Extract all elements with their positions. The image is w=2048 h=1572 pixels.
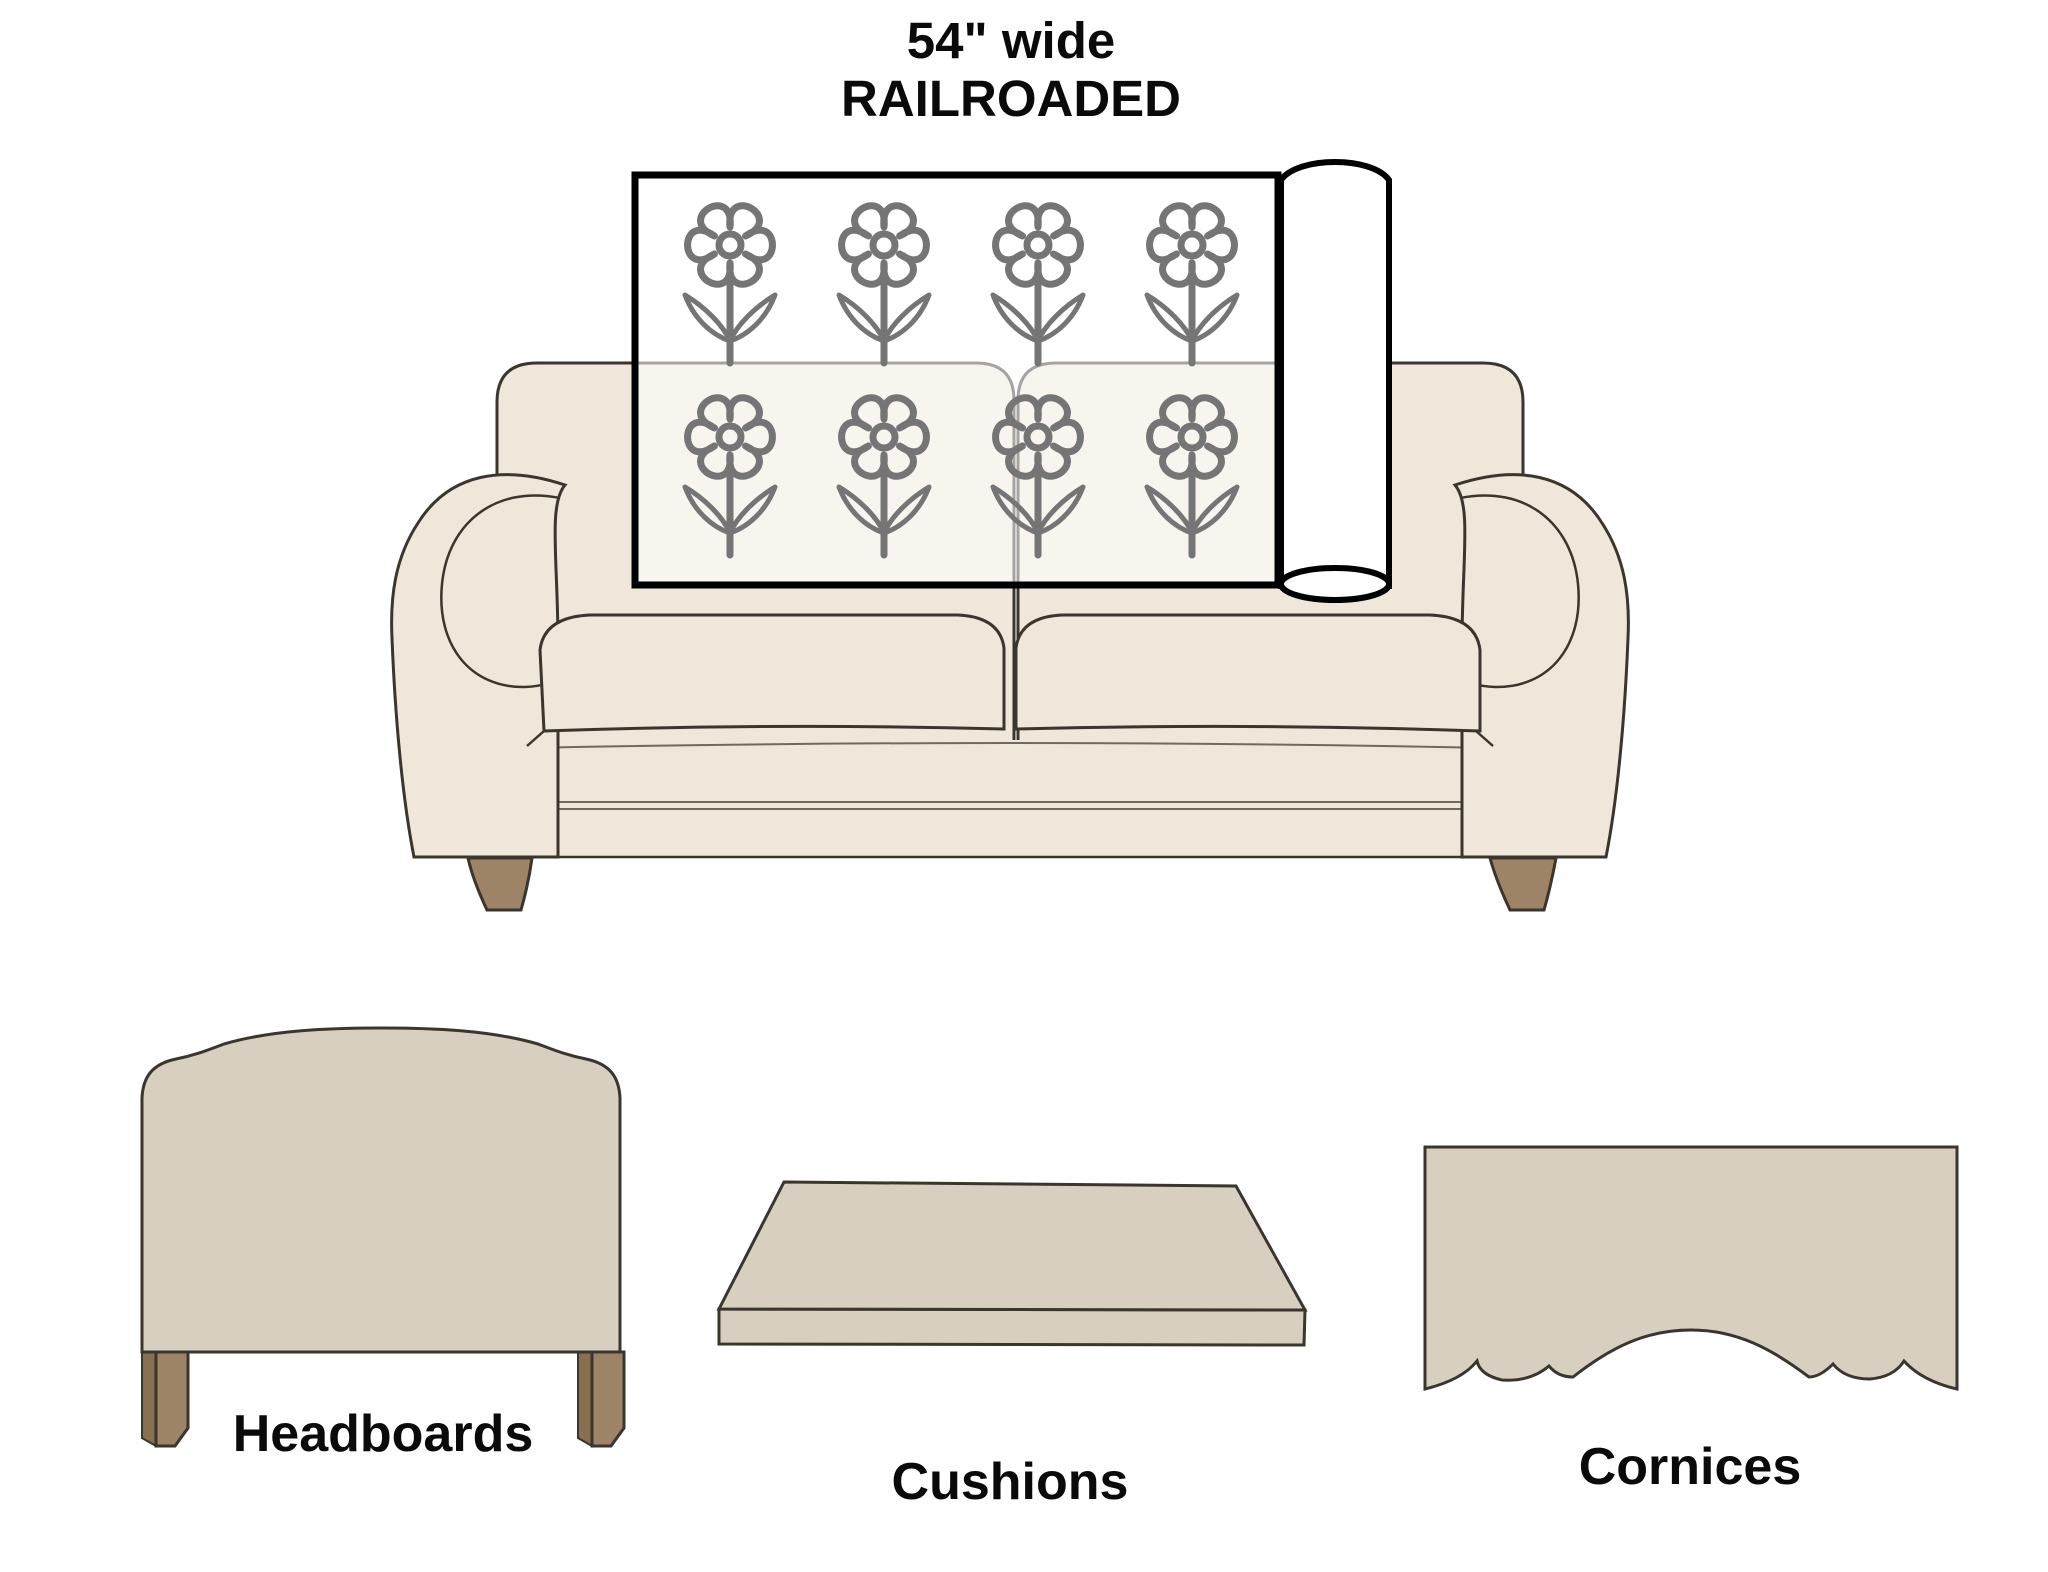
sofa-deck-line bbox=[527, 742, 1493, 749]
cornice-illustration bbox=[1423, 1145, 1959, 1391]
fabric-width-text: 54" wide bbox=[906, 12, 1116, 69]
sofa-seat-cushion-right bbox=[1014, 613, 1482, 733]
cushions-label: Cushions bbox=[891, 1453, 1129, 1511]
sofa-right-arm bbox=[1452, 473, 1630, 859]
sofa-left-leg bbox=[466, 856, 534, 912]
headboard-illustration bbox=[140, 1026, 626, 1448]
fabric-roll-body bbox=[1278, 159, 1392, 589]
sofa-base bbox=[530, 740, 1492, 856]
sofa-seat-cushion-left bbox=[538, 613, 1006, 733]
headboard-panel bbox=[140, 1026, 622, 1354]
cornices-label: Cornices bbox=[1578, 1438, 1802, 1496]
headboard-left-leg-side bbox=[141, 1351, 157, 1448]
fabric-panel bbox=[631, 171, 1282, 589]
headboards-label: Headboards bbox=[232, 1405, 534, 1463]
headboard-right-leg-side bbox=[577, 1351, 593, 1448]
headboard-left-leg bbox=[154, 1350, 190, 1448]
fabric-roll-end bbox=[1278, 565, 1392, 603]
cushion-top-face bbox=[716, 1180, 1308, 1312]
fabric-roll bbox=[1278, 159, 1392, 603]
cornice-panel bbox=[1423, 1145, 1959, 1391]
sofa-left-arm bbox=[390, 473, 568, 859]
sofa-cushion-tuck-right bbox=[1475, 730, 1494, 747]
headboard-right-leg bbox=[590, 1350, 626, 1448]
cushion-illustration bbox=[716, 1180, 1308, 1347]
cushion-front-face bbox=[717, 1307, 1307, 1347]
diagram-title: 54" wide RAILROADED bbox=[841, 12, 1181, 128]
sofa-right-leg bbox=[1488, 856, 1558, 912]
railroaded-text: RAILROADED bbox=[841, 70, 1181, 127]
sofa-cushion-tuck-left bbox=[526, 730, 545, 747]
